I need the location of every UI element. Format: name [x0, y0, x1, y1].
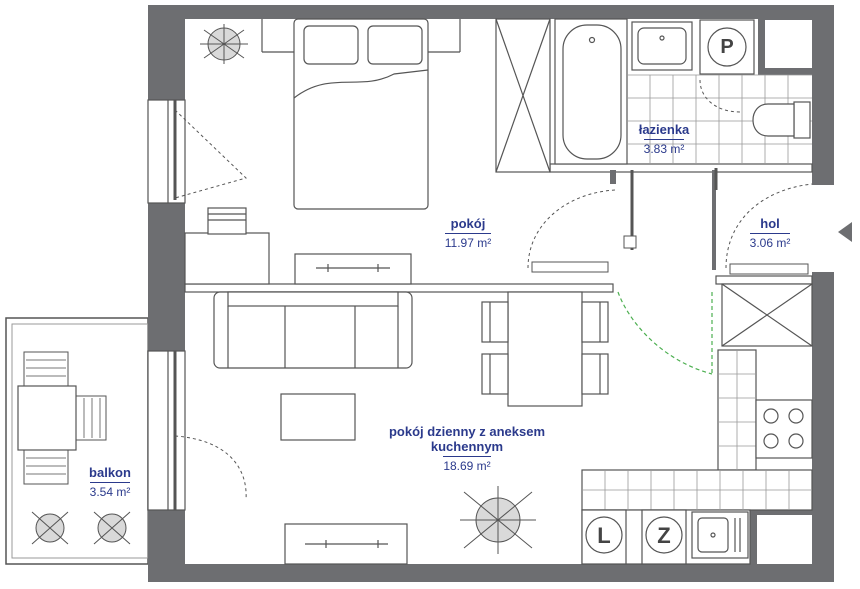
room-name-line2: kuchennym: [430, 439, 504, 454]
fridge-label: Z: [657, 523, 671, 548]
room-area: 3.83 m²: [643, 139, 685, 156]
room-name: balkon: [89, 465, 131, 480]
balcony-table: [17, 385, 77, 451]
washbasin: [631, 21, 693, 71]
hall-wardrobe: [721, 283, 813, 347]
walls: [148, 5, 834, 582]
tv-cabinet: [284, 523, 408, 565]
coffee-table: [280, 393, 356, 441]
room-area: 18.69 m²: [443, 456, 491, 473]
room-label-dzienny: pokój dzienny z aneksem kuchennym 18.69 …: [360, 424, 574, 475]
room-area: 3.06 m²: [749, 233, 791, 250]
boiler: [699, 19, 755, 75]
balcony-chair-bottom: [23, 449, 69, 485]
sofa: [213, 291, 413, 369]
plant-balcony-right: [93, 511, 131, 545]
room-name: hol: [760, 216, 780, 231]
kitchen-door-swing: [617, 291, 713, 375]
entrance-arrow: [838, 222, 852, 242]
room-name-line1: pokój dzienny z aneksem: [388, 424, 546, 439]
shower: [495, 18, 551, 173]
room-label-lazienka: łazienka 3.83 m²: [624, 122, 704, 158]
room-label-pokoj: pokój 11.97 m²: [428, 216, 508, 252]
room-area: 3.54 m²: [89, 482, 131, 499]
room-label-balkon: balkon 3.54 m²: [70, 465, 150, 501]
bed: [261, 18, 461, 210]
balcony: [5, 317, 149, 565]
boiler-label: P: [720, 36, 734, 58]
desk: [184, 207, 270, 285]
kitchen-sink: [691, 511, 749, 559]
plant-bedroom: [200, 24, 248, 64]
room-area: 11.97 m²: [444, 233, 492, 250]
balcony-chair-top: [23, 351, 69, 387]
plant-living: [460, 486, 536, 554]
room-label-hol: hol 3.06 m²: [730, 216, 810, 252]
cooktop: [755, 399, 813, 459]
balcony-chair-right: [75, 395, 107, 441]
room-name: pokój: [450, 216, 486, 231]
dining-set: [481, 291, 609, 407]
wardrobe: [294, 253, 412, 285]
doors: [173, 79, 813, 510]
bathtub: [554, 18, 628, 165]
washer-label: L: [597, 523, 611, 548]
plant-balcony-left: [31, 511, 69, 545]
toilet: [752, 101, 811, 139]
windows: [147, 99, 186, 511]
room-name: łazienka: [638, 122, 690, 137]
